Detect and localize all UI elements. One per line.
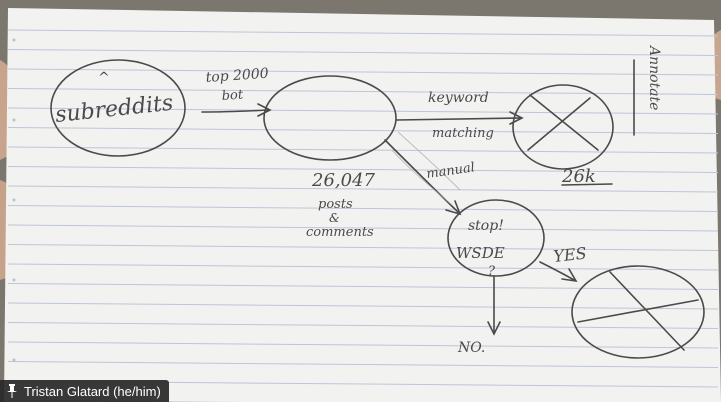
diagram-strokes (50, 59, 705, 359)
ruled-line (7, 29, 719, 37)
label-count: 26,047 (311, 170, 376, 191)
arrow-posts-to-stop (384, 139, 459, 213)
ruled-line (7, 224, 719, 232)
ruled-line (7, 49, 719, 56)
paper-sheet (4, 8, 721, 402)
binding-holes (12, 38, 16, 362)
posts-node (263, 75, 397, 161)
participant-name-tag: Tristan Glatard (he/him) (0, 380, 169, 402)
label-comments: comments (306, 225, 374, 240)
ruled-line (7, 146, 719, 154)
ruled-line (7, 185, 719, 193)
lower-result-node (571, 265, 705, 359)
ruled-line (7, 361, 719, 368)
ruled-line (7, 107, 719, 115)
ruled-line (7, 205, 719, 212)
ruled-line (7, 127, 719, 134)
result-node (512, 84, 614, 170)
label-stop: stop! (468, 218, 504, 234)
label-question: ? (488, 264, 496, 279)
arrow-posts-to-result (396, 117, 521, 121)
label-26k: 26k (561, 166, 596, 187)
ruled-line (7, 302, 719, 310)
label-no: NO. (457, 340, 485, 356)
label-posts: posts (318, 197, 353, 212)
label-wsde: WSDE (456, 244, 505, 262)
ruled-line (7, 88, 719, 95)
subreddits-node (50, 59, 186, 157)
ruled-line (7, 244, 719, 251)
label-bot: bot (221, 87, 244, 104)
label-keyword: keyword (428, 90, 489, 106)
stop-node (447, 199, 545, 277)
arrow-stop-to-yes (539, 261, 575, 281)
pencil-strokes (391, 131, 461, 206)
label-matching: matching (432, 126, 494, 141)
ruled-line (7, 68, 719, 76)
label-yes: YES (552, 244, 587, 266)
arrow-subreddits-to-posts (201, 109, 269, 113)
caret-mark: ^ (98, 70, 110, 86)
ruled-line (7, 283, 719, 290)
ruled-line (7, 263, 719, 271)
label-manual: manual (425, 160, 475, 182)
label-top2000: top 2000 (205, 66, 269, 86)
margin-note: Annotate (646, 44, 662, 110)
pin-icon[interactable] (6, 384, 18, 398)
ruled-line (7, 166, 719, 173)
ruled-line (7, 341, 719, 349)
label-ampersand: & (329, 211, 340, 225)
ruled-line (7, 322, 719, 329)
participant-name: Tristan Glatard (he/him) (24, 383, 161, 399)
